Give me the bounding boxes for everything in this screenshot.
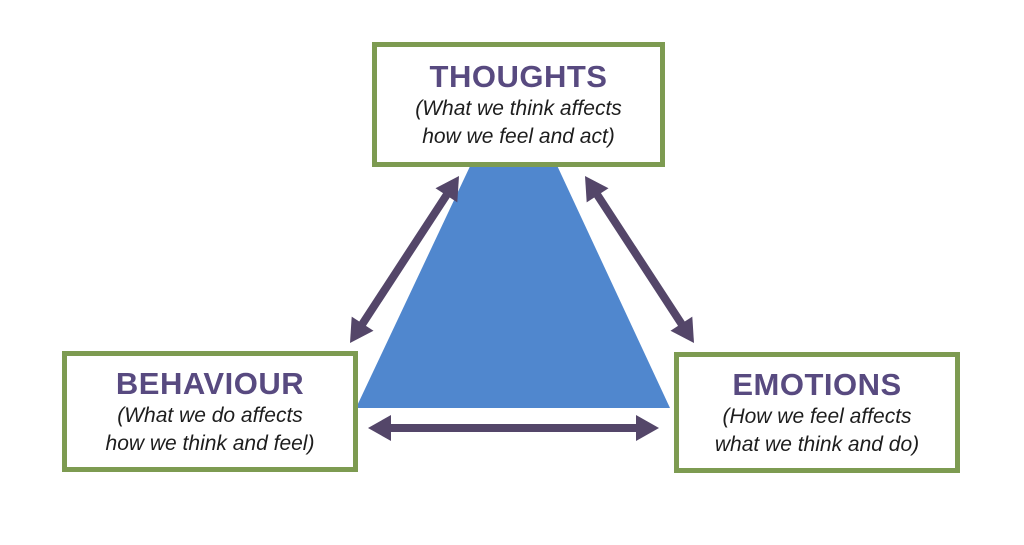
- behaviour-subtitle-line2: how we think and feel): [105, 431, 315, 455]
- arrowhead-right: [636, 415, 659, 441]
- arrowhead-down-right: [670, 316, 694, 343]
- arrowhead-left: [368, 415, 391, 441]
- arrow-behaviour-emotions: [368, 415, 659, 441]
- arrowhead-down-left: [350, 316, 374, 343]
- thoughts-subtitle-line1: (What we think affects: [415, 96, 622, 120]
- emotions-subtitle-line2: what we think and do): [714, 432, 920, 456]
- emotions-title: EMOTIONS: [732, 366, 902, 402]
- emotions-subtitle-line1: (How we feel affects: [722, 404, 912, 428]
- behaviour-title: BEHAVIOUR: [115, 365, 305, 401]
- emotions-box: EMOTIONS (How we feel affects what we th…: [674, 352, 960, 473]
- arrow-thoughts-emotions: [585, 176, 694, 343]
- triangle-shape: [356, 73, 670, 408]
- thoughts-title: THOUGHTS: [429, 58, 608, 94]
- arrowhead-up-right: [585, 176, 609, 203]
- behaviour-box: BEHAVIOUR (What we do affects how we thi…: [62, 351, 358, 472]
- behaviour-subtitle-line1: (What we do affects: [117, 403, 303, 427]
- arrowhead-up-left: [435, 176, 459, 203]
- thoughts-subtitle-line2: how we feel and act): [422, 124, 615, 148]
- arrow-thoughts-behaviour: [350, 176, 459, 343]
- thoughts-box: THOUGHTS (What we think affects how we f…: [372, 42, 665, 167]
